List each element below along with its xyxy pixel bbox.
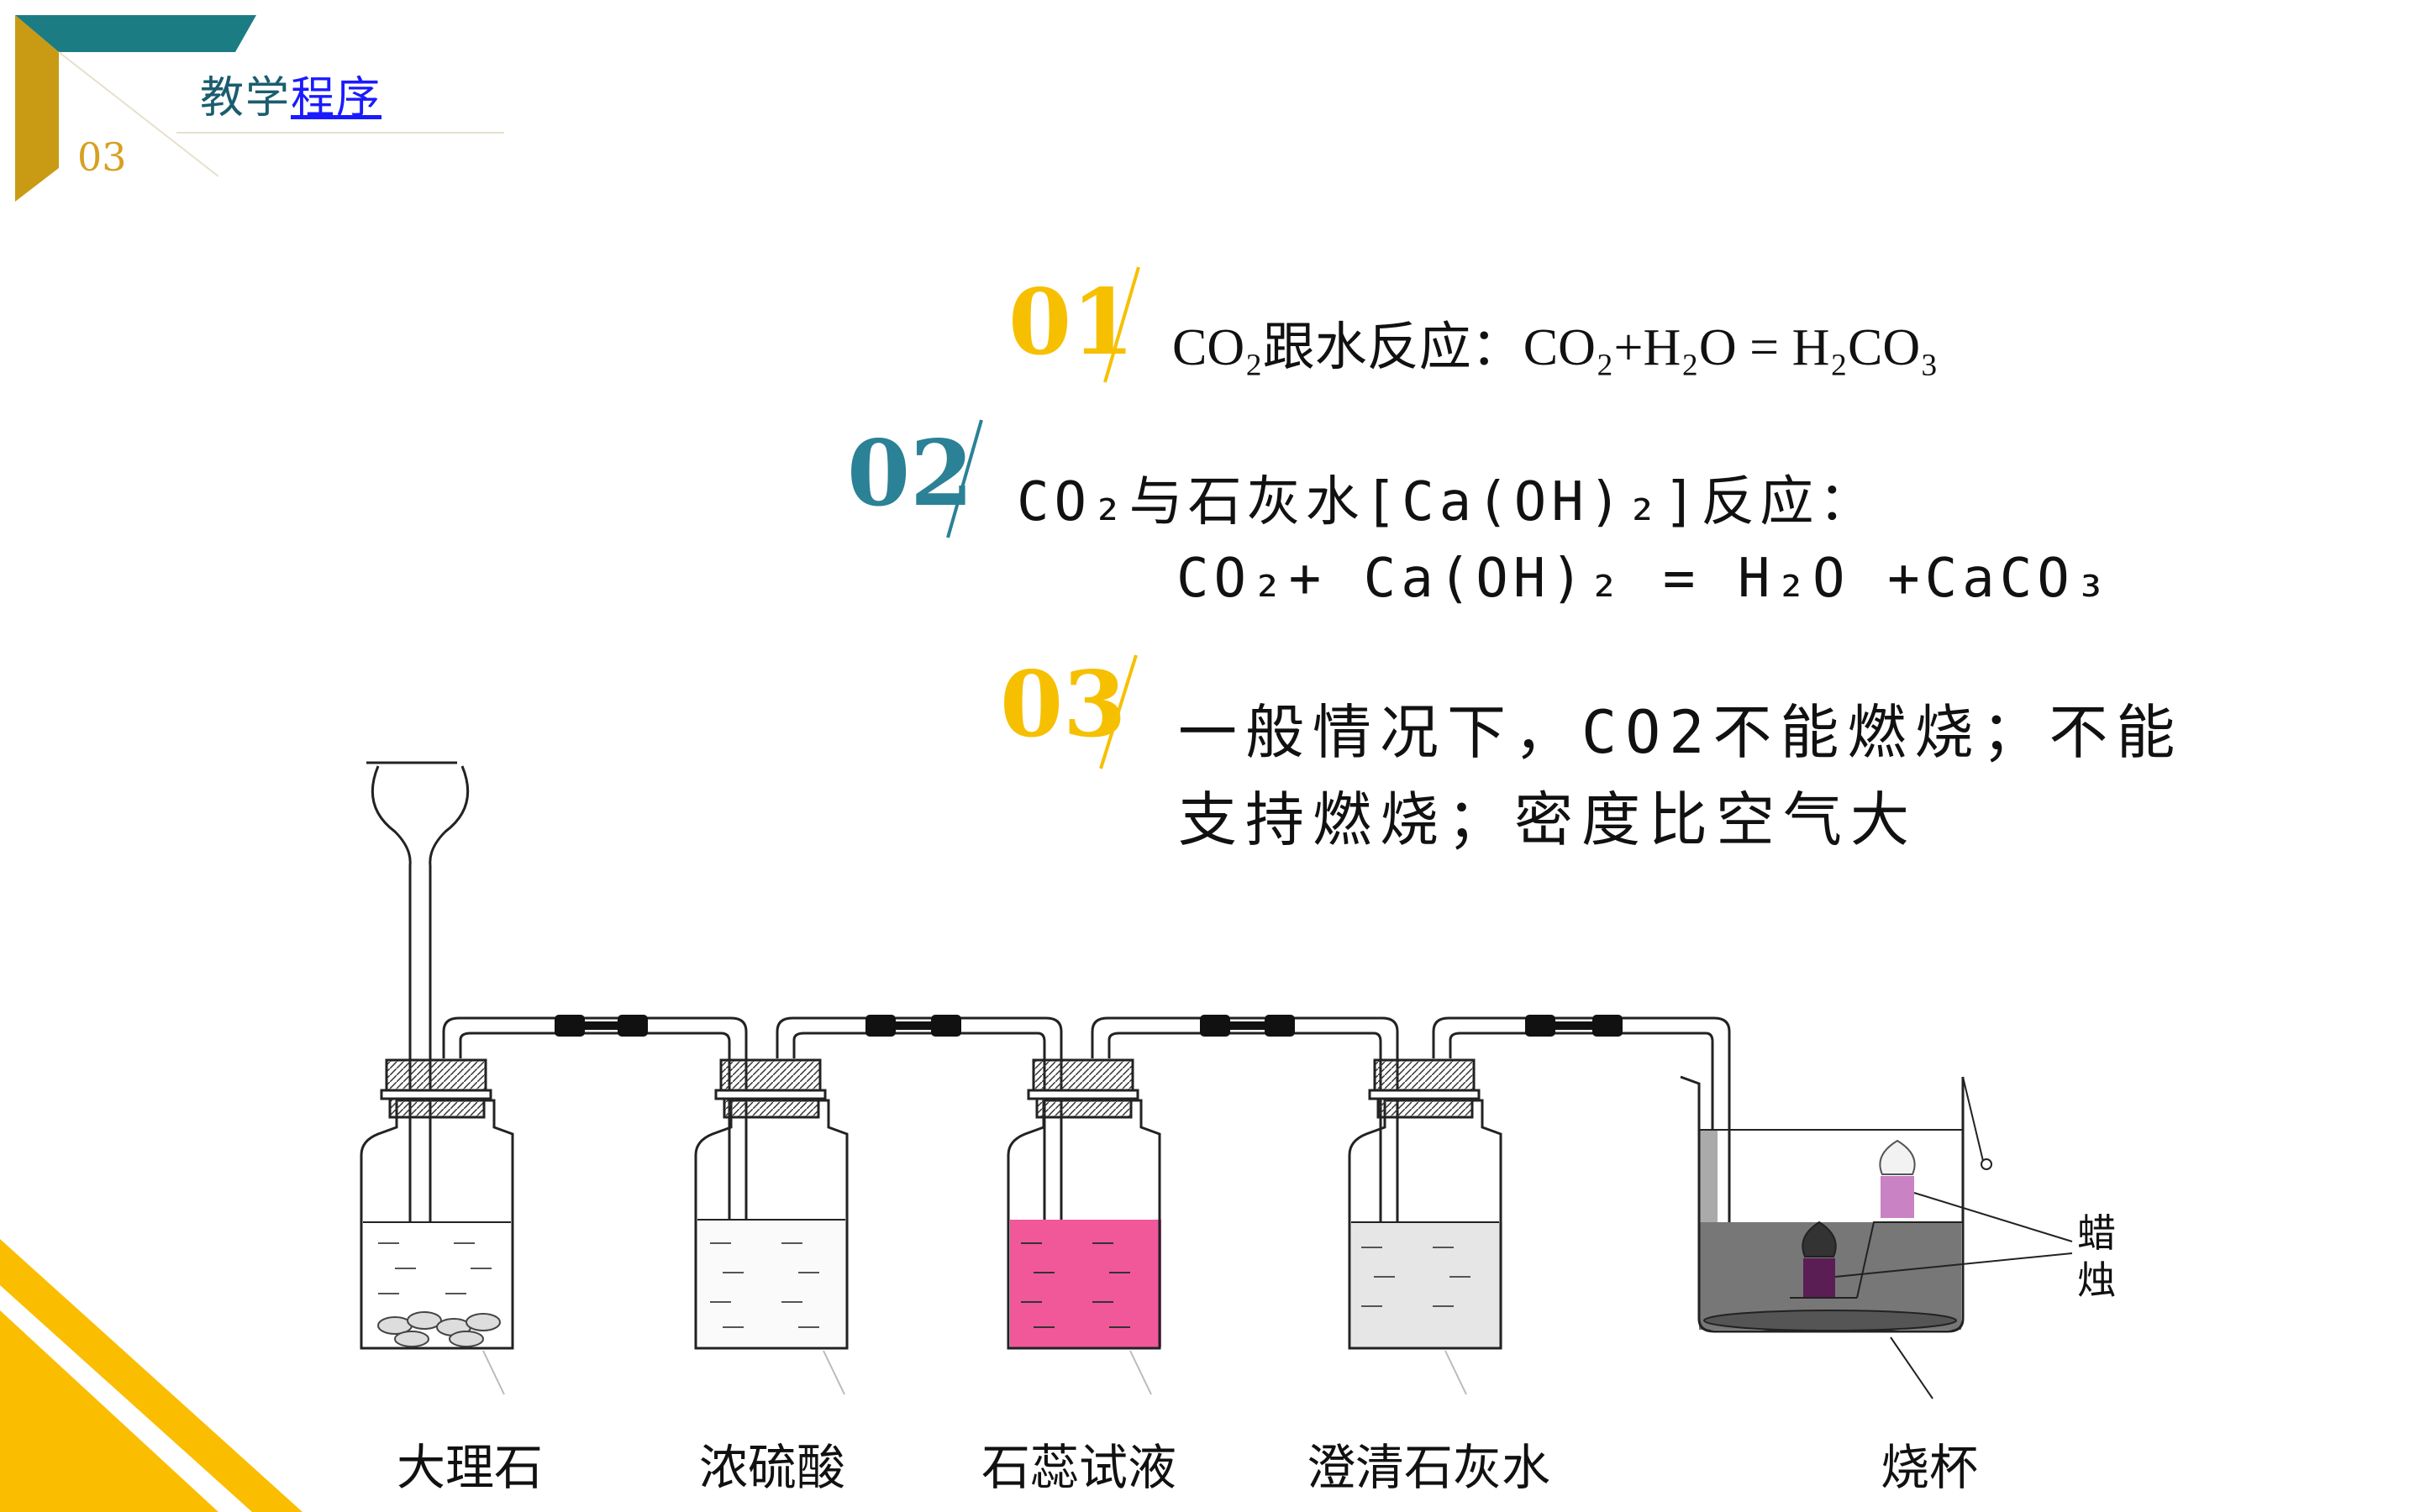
bottle-limewater	[1348, 1058, 1502, 1395]
bottle-sulfuric-acid	[694, 1058, 849, 1395]
label-beaker: 烧杯	[1881, 1439, 1979, 1496]
label-limewater: 澄清石灰水	[1307, 1439, 1551, 1496]
item-equation-02: CO₂+ Ca(OH)₂ = H₂O +CaCO₃	[1176, 548, 2112, 610]
label-marble: 大理石	[397, 1439, 544, 1496]
rubber-connectors	[555, 1015, 1623, 1037]
bottle-litmus	[1007, 1058, 1161, 1395]
item-text-02: CO₂与石灰水[Ca(OH)₂]反应：	[1017, 471, 1878, 533]
glass-tubes	[442, 1016, 1731, 1327]
item-number-02: 02	[847, 421, 974, 527]
beaker	[1680, 1075, 2073, 1399]
item-text-01: CO₂跟水反应：CO₂+H₂O = H₂CO₃	[1172, 319, 1939, 376]
title-part1: 教学	[200, 73, 292, 123]
section-number: 03	[77, 134, 127, 180]
thistle-funnel	[366, 761, 470, 1302]
item-text-03: 一般情况下，CO2不能燃烧；不能支持燃烧；密度比空气大	[1178, 698, 2184, 854]
title-link[interactable]: 程序	[291, 73, 382, 123]
label-litmus: 石蕊试液	[981, 1439, 1177, 1496]
label-candle: 蜡烛	[2077, 1210, 2116, 1303]
item-number-03: 03	[1000, 652, 1127, 758]
bottle-marble	[360, 1058, 514, 1395]
label-sulfuric-acid: 浓硫酸	[699, 1439, 846, 1496]
page-title: 教学程序	[200, 62, 381, 125]
